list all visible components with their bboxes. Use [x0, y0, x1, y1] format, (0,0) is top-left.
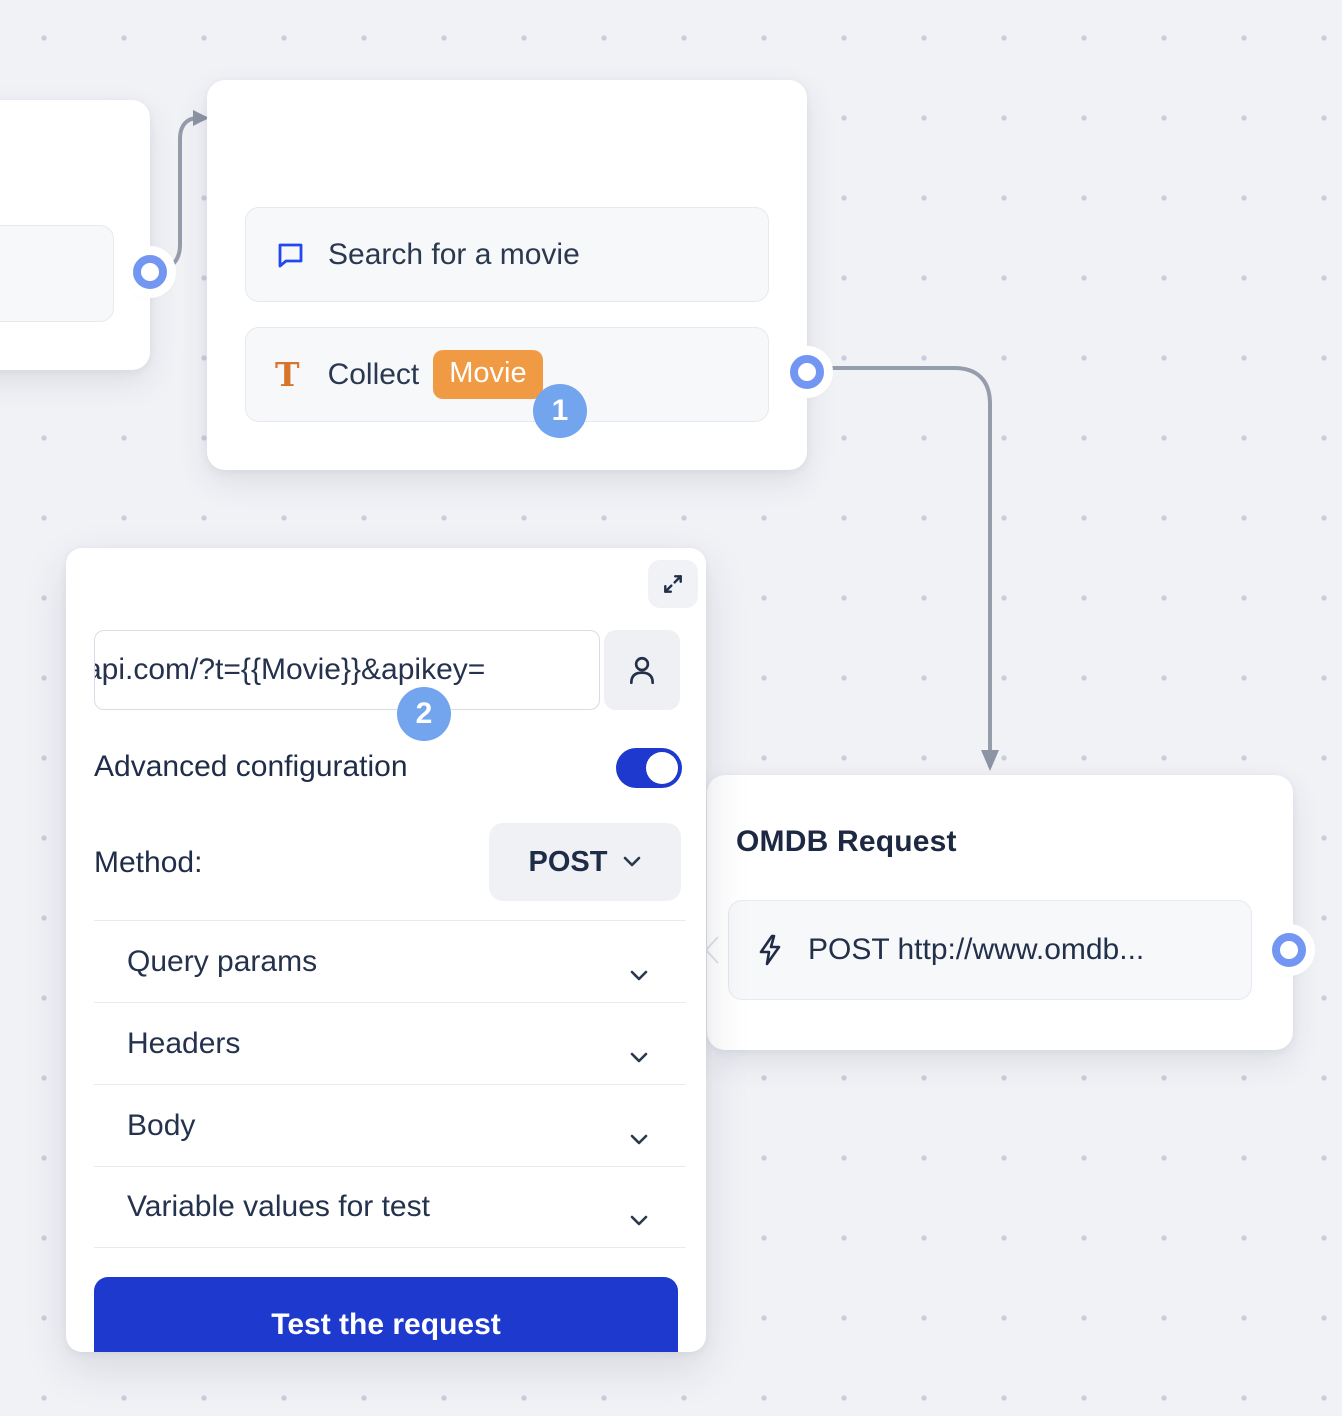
section-label: Body	[127, 1108, 196, 1142]
output-port-left-node[interactable]	[133, 255, 167, 289]
section-label: Query params	[127, 944, 318, 978]
chevron-down-icon	[630, 1201, 648, 1235]
chevron-down-icon	[630, 1120, 648, 1154]
webhook-editor-panel: api.com/?t={{Movie}}&apikey= Advanced co…	[66, 548, 706, 1352]
expand-button[interactable]	[648, 560, 698, 608]
block-collect-movie[interactable]: T Collect Movie	[245, 327, 769, 422]
variable-chip-movie: Movie	[433, 350, 543, 399]
url-input-value: api.com/?t={{Movie}}&apikey=	[94, 653, 486, 686]
person-icon	[626, 654, 658, 686]
connector-movie-search-to-omdb	[823, 366, 992, 752]
section-label: Variable values for test	[127, 1190, 430, 1223]
section-headers[interactable]: Headers	[94, 1002, 686, 1084]
toggle-knob	[646, 752, 678, 784]
method-label: Method:	[94, 846, 203, 879]
expand-icon	[662, 573, 684, 595]
chevron-down-icon	[630, 956, 648, 990]
lightning-icon	[756, 934, 784, 966]
section-label: Headers	[127, 1026, 241, 1060]
block-label: Collect	[327, 357, 420, 391]
block-label: POST http://www.omdb...	[808, 933, 1145, 966]
node-omdb-request[interactable]: OMDB Request POST http://www.omdb...	[704, 775, 1293, 1050]
block-label: Search for a movie	[328, 237, 580, 271]
block-webhook-post[interactable]: POST http://www.omdb...	[728, 900, 1252, 1000]
connector-left-to-movie-search	[151, 116, 200, 274]
advanced-configuration-toggle[interactable]	[616, 748, 682, 788]
output-port-omdb-request[interactable]	[1272, 933, 1306, 967]
block-search-for-a-movie[interactable]: Search for a movie	[245, 207, 769, 302]
section-body[interactable]: Body	[94, 1084, 686, 1166]
section-query-params[interactable]: Query params	[94, 920, 686, 1002]
method-dropdown[interactable]: POST	[489, 823, 681, 901]
arrowhead-into-omdb	[981, 750, 999, 771]
chevron-down-icon	[623, 856, 641, 868]
advanced-configuration-label: Advanced configuration	[94, 750, 408, 783]
partial-node-left[interactable]	[0, 100, 150, 370]
chat-bubble-icon	[275, 240, 305, 270]
test-the-request-button[interactable]: Test the request	[94, 1277, 678, 1352]
node-movie-search[interactable]: Movie search Search for a movie T Collec…	[207, 80, 807, 470]
text-collect-icon: T	[275, 355, 300, 394]
input-notch-omdb	[704, 936, 719, 969]
person-button[interactable]	[604, 630, 680, 710]
url-input[interactable]: api.com/?t={{Movie}}&apikey=	[94, 630, 600, 710]
tutorial-step-badge-1: 1	[533, 384, 587, 438]
method-value: POST	[528, 845, 608, 878]
tutorial-step-badge-2: 2	[397, 687, 451, 741]
node-title-omdb-request: OMDB Request	[736, 825, 957, 858]
partial-node-item[interactable]	[0, 225, 114, 322]
section-variable-values-for-test[interactable]: Variable values for test	[94, 1166, 686, 1248]
output-port-movie-search[interactable]	[790, 355, 824, 389]
chevron-down-icon	[630, 1038, 648, 1072]
